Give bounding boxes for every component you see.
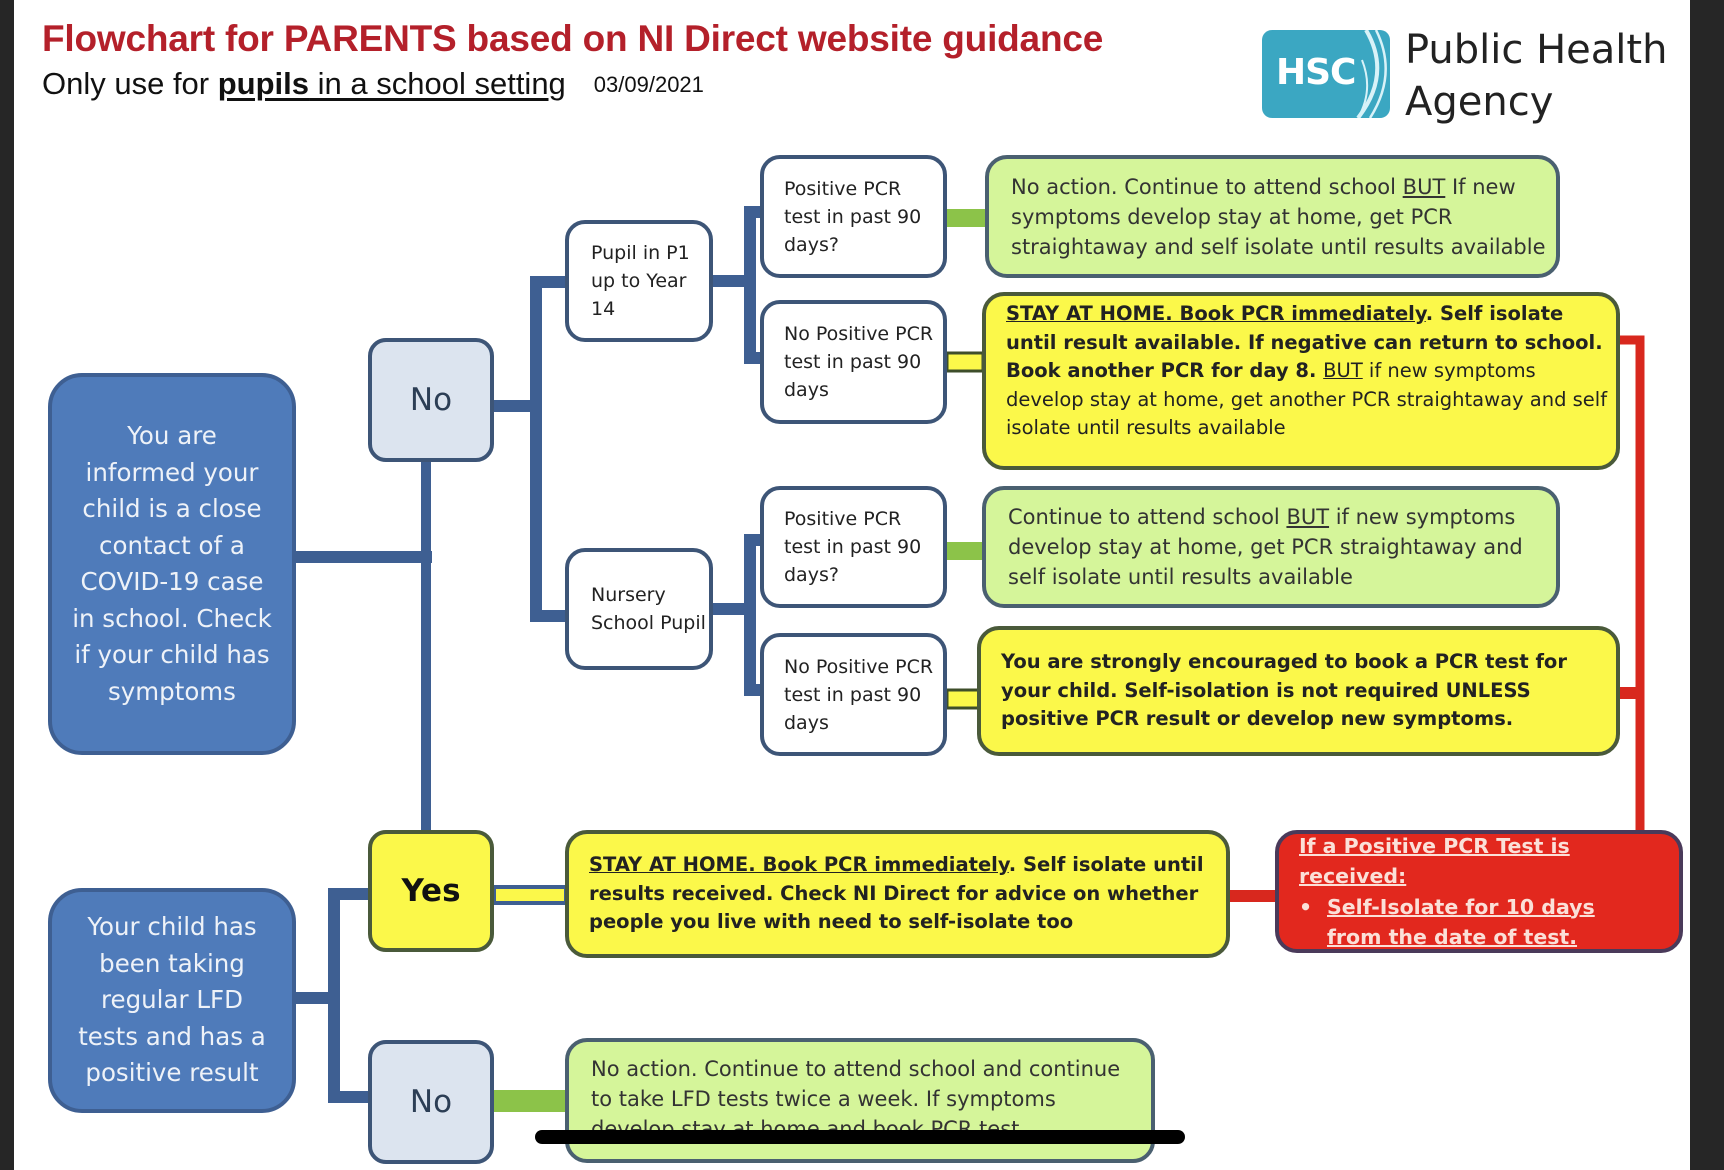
q-positive-pcr-nursery-box: Positive PCR test in past 90 days? — [760, 486, 947, 608]
outcome-yellow-p1-no-positive: STAY AT HOME. Book PCR immediately. Self… — [982, 292, 1620, 470]
q-positive-pcr-nursery-text: Positive PCR test in past 90 days? — [784, 508, 922, 586]
alert-positive-pcr: If a Positive PCR Test is received: • Se… — [1275, 830, 1683, 953]
q-no-positive-pcr-nursery-text: No Positive PCR test in past 90 days — [784, 655, 934, 734]
subtitle-emphasis: pupils — [217, 66, 310, 101]
stay-at-home-lead: STAY AT HOME. Book PCR immediately — [589, 853, 1009, 877]
connector-p1-bracket-lower — [744, 281, 762, 364]
page-subtitle: Only use for pupils in a school setting 0… — [42, 66, 704, 102]
connector-green-lfd — [494, 1090, 566, 1112]
q-positive-pcr-p1-text: Positive PCR test in past 90 days? — [784, 177, 922, 256]
subtitle-prefix: Only use for — [42, 66, 218, 101]
decision-no-lfd-label: No — [409, 1084, 453, 1120]
start-close-contact-text: You are informed your child is a close c… — [72, 421, 272, 706]
pupil-p1-year14-text: Pupil in P1 up to Year 14 — [591, 242, 690, 320]
start-lfd-text: Your child has been taking regular LFD t… — [78, 912, 266, 1088]
but-emphasis: BUT — [1286, 505, 1330, 529]
decision-no-symptoms-label: No — [409, 382, 453, 418]
alert-heading: If a Positive PCR Test is received: — [1299, 833, 1570, 889]
connector-red-bracket — [1620, 335, 1645, 830]
outcome-green-p1-positive-text: No action. Continue to attend school BUT… — [1011, 172, 1556, 262]
home-indicator-bar[interactable] — [535, 1130, 1185, 1144]
hsc-logo: HSC — [1262, 30, 1390, 118]
outcome-yellow-nursery-no-positive-text: You are strongly encouraged to book a PC… — [1001, 650, 1567, 730]
pupil-nursery-text: Nursery School Pupil — [591, 584, 706, 634]
text-part: Book another PCR for day 8. — [1006, 359, 1324, 382]
organisation-name: Public Health Agency — [1405, 24, 1667, 128]
page-title: Flowchart for PARENTS based on NI Direct… — [42, 18, 1104, 59]
decision-no-symptoms: No — [368, 338, 494, 462]
connector-lfd-bracket — [328, 888, 370, 1103]
alert-item-text: Self-Isolate for 10 days from the date o… — [1327, 894, 1595, 950]
connector-green-2 — [947, 542, 985, 560]
q-no-positive-pcr-nursery-box: No Positive PCR test in past 90 days — [760, 633, 947, 756]
text-part: No action. Continue to attend school — [1011, 174, 1403, 199]
alert-list-item: • Self-Isolate for 10 days from the date… — [1299, 892, 1679, 953]
q-no-positive-pcr-p1-text: No Positive PCR test in past 90 days — [784, 323, 934, 401]
connector-green-1 — [947, 209, 985, 227]
but-emphasis: BUT — [1323, 359, 1363, 382]
connector-nursery-bracket — [713, 534, 762, 615]
connector-branch-bracket — [530, 276, 565, 622]
decision-no-lfd: No — [368, 1040, 494, 1164]
organisation-name-line1: Public Health — [1405, 27, 1668, 73]
text-part: . Self isolate until results received. C… — [589, 853, 1204, 934]
start-lfd-box: Your child has been taking regular LFD t… — [48, 888, 296, 1113]
alert-positive-pcr-content: If a Positive PCR Test is received: • Se… — [1299, 831, 1679, 953]
outcome-green-nursery-positive-text: Continue to attend school BUT if new sym… — [1008, 502, 1556, 592]
but-emphasis: BUT — [1402, 174, 1446, 199]
bullet-icon: • — [1299, 894, 1313, 919]
stay-at-home-lead: STAY AT HOME. Book PCR immediately — [1006, 302, 1426, 325]
outcome-yellow-lfd-positive: STAY AT HOME. Book PCR immediately. Self… — [565, 830, 1230, 958]
outcome-green-lfd-negative: No action. Continue to attend school and… — [565, 1038, 1155, 1163]
connector-nursery-bracket-lower — [744, 609, 762, 696]
logo-mark-text: HSC — [1276, 52, 1356, 93]
start-close-contact-box: You are informed your child is a close c… — [48, 373, 296, 755]
pupil-nursery-box: Nursery School Pupil — [565, 548, 713, 670]
text-part: . Self isolate until result available. I… — [1006, 302, 1603, 354]
text-part: Continue to attend school — [1008, 505, 1287, 529]
text-part: if new symptoms develop stay at home, ge… — [1006, 359, 1608, 439]
pupil-p1-year14-box: Pupil in P1 up to Year 14 — [565, 220, 713, 342]
connector-yellow-2 — [945, 688, 981, 710]
outcome-yellow-lfd-positive-text: STAY AT HOME. Book PCR immediately. Self… — [589, 851, 1210, 937]
outcome-yellow-nursery-no-positive: You are strongly encouraged to book a PC… — [977, 626, 1620, 756]
document-date: 03/09/2021 — [593, 72, 704, 97]
connector-yellow-yes — [492, 885, 568, 905]
text-part: if new symptoms develop stay at home, ge… — [1008, 505, 1523, 589]
subtitle-setting: in a school setting — [309, 66, 566, 101]
connector-p1-bracket — [713, 206, 762, 287]
organisation-name-line2: Agency — [1405, 79, 1554, 125]
logo-swoosh-icon — [1356, 30, 1387, 118]
outcome-yellow-p1-no-positive-text: STAY AT HOME. Book PCR immediately. Self… — [1006, 300, 1616, 443]
subtitle-underlined: pupils in a school setting — [218, 66, 566, 101]
connector-yellow-1 — [945, 351, 985, 373]
outcome-green-p1-positive: No action. Continue to attend school BUT… — [985, 155, 1560, 278]
q-positive-pcr-p1-box: Positive PCR test in past 90 days? — [760, 155, 947, 278]
decision-yes: Yes — [368, 830, 494, 952]
decision-yes-label: Yes — [401, 873, 461, 909]
q-no-positive-pcr-p1-box: No Positive PCR test in past 90 days — [760, 300, 947, 424]
text-part: If new symptoms develop stay at home, ge… — [1011, 174, 1546, 259]
outcome-green-nursery-positive: Continue to attend school BUT if new sym… — [982, 486, 1560, 608]
